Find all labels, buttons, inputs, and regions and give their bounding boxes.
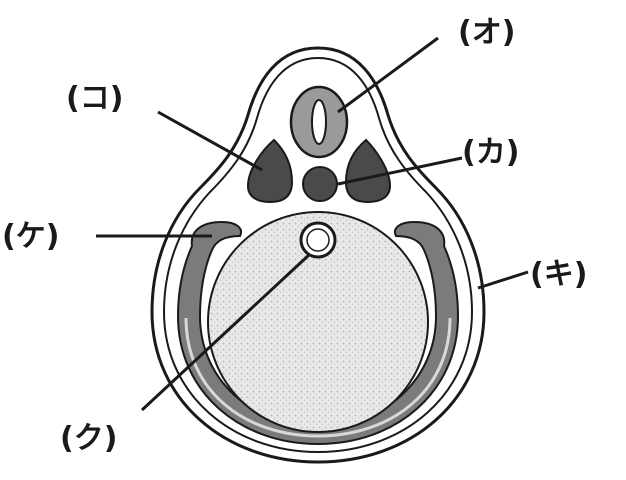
lateral-plate-band — [176, 220, 460, 446]
label-ko: (コ) — [66, 81, 123, 116]
label-ki: (キ) — [530, 257, 587, 292]
label-ke: (ケ) — [2, 219, 59, 254]
label-o: (オ) — [458, 15, 515, 50]
gut-tube-lumen — [306, 228, 330, 252]
yolk-mass — [207, 211, 429, 433]
leader-line-o — [337, 36, 439, 114]
leader-line-ki — [477, 270, 529, 290]
leader-line-ka — [337, 156, 463, 186]
label-ka: (カ) — [462, 135, 519, 170]
leader-line-ko — [157, 110, 263, 172]
somite-right — [344, 138, 392, 204]
label-ku: (ク) — [60, 421, 117, 456]
leader-line-ku — [140, 252, 312, 412]
band-highlight-line — [184, 317, 452, 438]
somite-left — [246, 138, 294, 204]
notochord — [302, 166, 338, 202]
neural-tube-canal — [311, 99, 327, 145]
